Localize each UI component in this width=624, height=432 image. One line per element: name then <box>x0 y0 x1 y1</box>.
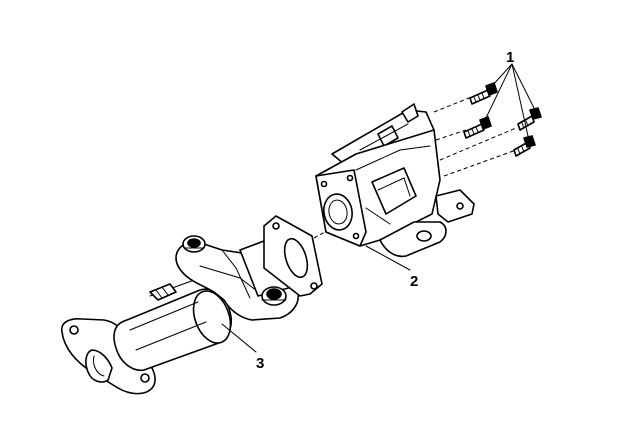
mounting-bolts <box>433 82 542 177</box>
leader-lines <box>221 63 535 353</box>
tube-end-ring <box>192 290 232 344</box>
adjustment-knob-lower <box>261 286 287 306</box>
bolt-upper-left <box>469 82 498 105</box>
steering-column-housing <box>60 215 323 395</box>
callout-2: 2 <box>410 273 418 290</box>
callout-1: 1 <box>506 49 514 66</box>
bracket-lower-foot <box>379 221 447 258</box>
switch-tab <box>149 283 177 301</box>
column-shaft-stub <box>85 349 113 383</box>
column-mounting-bracket <box>315 103 475 258</box>
bracket-side-ear <box>435 189 475 223</box>
bracket-top-tab <box>401 103 419 123</box>
flange-bolt-hole-lower <box>140 373 150 383</box>
callout-3: 3 <box>256 355 264 372</box>
bolt-upper-right <box>517 107 542 131</box>
bolt-mid-left <box>463 116 492 139</box>
bolt-lower-right <box>513 135 536 157</box>
adjustment-knob-upper <box>182 235 206 253</box>
flange-bolt-hole-upper <box>69 325 79 335</box>
